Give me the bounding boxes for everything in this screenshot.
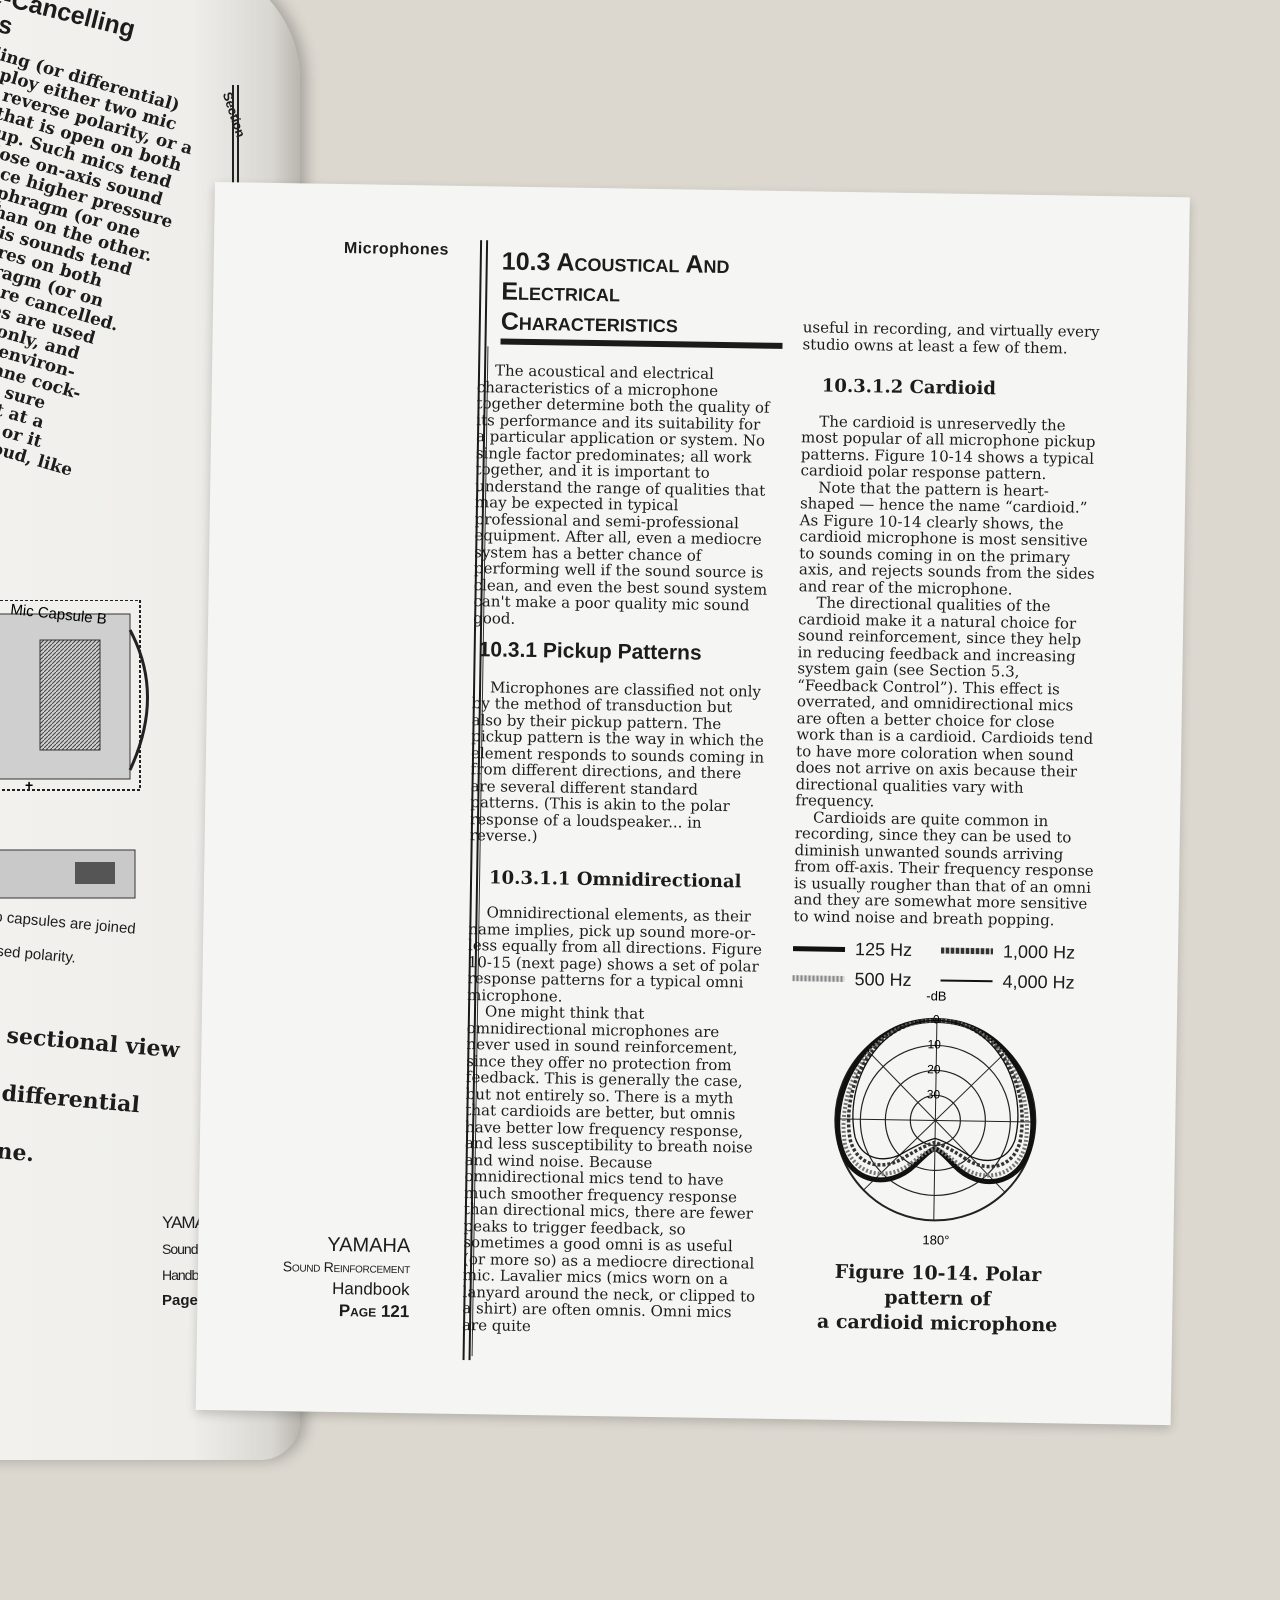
left-page-body-text: elling (or differential)employ either tw… <box>0 39 220 511</box>
page-title: 10.3 Acoustical And Electrical Character… <box>500 247 730 339</box>
left-heading-line: se-Cancelling <box>0 0 138 44</box>
mic-capsule-illustration: Mic Capsule B + - <box>0 600 149 899</box>
legend-label: 1,000 Hz <box>1002 940 1076 963</box>
omni-paragraph-1: Omnidirectional elements, as their name … <box>467 903 763 1006</box>
page-number: Page 121 <box>338 1301 410 1322</box>
section-label: Microphones <box>343 240 450 259</box>
figure-caption-line: Figure 10-14. Polar pattern of <box>834 1260 1042 1311</box>
polar-pattern-diagram: -dB 0 10 20 30 180° <box>834 988 1037 1248</box>
legend-swatch <box>792 945 846 952</box>
left-section-tab: Section <box>219 90 249 140</box>
omni-paragraph-2: One might think that omnidirectional mic… <box>461 1002 756 1335</box>
heading-cardioid: 10.3.1.2 Cardioid <box>821 375 997 400</box>
figure-caption: Figure 10-14. Polar pattern of a cardioi… <box>792 1259 1083 1339</box>
ring-label-30: 30 <box>927 1087 941 1101</box>
caption-line: rsed polarity. <box>0 942 77 967</box>
ring-label-10: 10 <box>927 1037 941 1051</box>
left-figure-caption: sectional view differential ne. <box>0 990 183 1210</box>
curve-4000hz <box>852 1019 1019 1161</box>
cardioid-paragraph-1: The cardioid is unreservedly the most po… <box>800 412 1096 484</box>
caption-line: sectional view <box>5 1022 181 1064</box>
ring-label-0: 0 <box>933 1012 940 1026</box>
caption-line: differential <box>0 1080 141 1119</box>
angle-label-180: 180° <box>922 1232 949 1247</box>
footer-subtitle: Handbook <box>331 1278 410 1300</box>
caption-line: ne. <box>0 1138 36 1168</box>
cardioid-paragraph-2: Note that the pattern is heart-shaped — … <box>798 478 1095 599</box>
plus-sign: + <box>25 777 33 793</box>
right-page: Microphones 10.3 Acoustical And Electric… <box>195 182 1190 1426</box>
legend-swatch <box>940 947 994 955</box>
continued-paragraph: useful in recording, and virtually every… <box>802 318 1100 357</box>
right-page-footer: YAMAHA Sound Reinforcement Handbook Page… <box>249 1233 411 1324</box>
cardioid-paragraph-3: The directional qualities of the cardioi… <box>795 593 1094 811</box>
legend-label: 125 Hz <box>854 938 913 960</box>
legend-swatch <box>792 975 845 982</box>
figure-caption-line: a cardioid microphone <box>816 1310 1058 1337</box>
mic-grille-sketch <box>75 862 115 884</box>
footer-brand: YAMAHA <box>327 1233 411 1258</box>
legend-item-1000hz: 1,000 Hz <box>940 940 1089 963</box>
diaphragm-curve <box>128 629 149 771</box>
coil-element <box>39 639 101 751</box>
footer-title: Sound Reinforcement <box>282 1258 411 1277</box>
legend-swatch <box>940 979 993 983</box>
text-column-right: useful in recording, and virtually every… <box>793 318 1102 929</box>
pickup-paragraph: Microphones are classified not only by t… <box>469 677 765 846</box>
curve-1000hz <box>846 1018 1024 1169</box>
caption-line: o capsules are joined <box>0 908 137 938</box>
polar-axis <box>862 1050 1008 1191</box>
db-unit-label: -dB <box>926 988 946 1003</box>
capsule-outline <box>0 600 141 791</box>
legend-item-125hz: 125 Hz <box>792 938 941 961</box>
left-figure-caption-small: o capsules are joined rsed polarity. <box>0 890 138 988</box>
heading-pickup-patterns: 10.3.1 Pickup Patterns <box>478 638 702 665</box>
text-column-left: The acoustical and electrical characteri… <box>461 361 772 1338</box>
cardioid-paragraph-4: Cardioids are quite common in recording,… <box>793 807 1094 929</box>
curve-500hz <box>841 1018 1029 1178</box>
heading-omnidirectional: 10.3.1.1 Omnidirectional <box>488 866 742 892</box>
ring-label-20: 20 <box>927 1062 941 1076</box>
intro-paragraph: The acoustical and electrical characteri… <box>473 361 770 628</box>
